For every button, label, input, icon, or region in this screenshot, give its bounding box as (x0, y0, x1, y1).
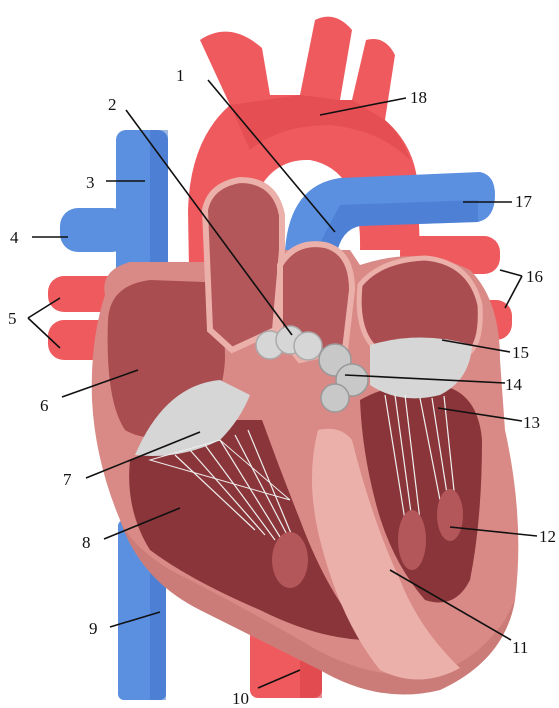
label-6: 6 (40, 396, 49, 415)
label-16: 16 (526, 267, 543, 286)
label-18: 18 (410, 88, 427, 107)
label-9: 9 (89, 619, 98, 638)
label-3: 3 (86, 173, 95, 192)
label-14: 14 (505, 375, 523, 394)
aorta-lumen (205, 180, 282, 350)
label-15: 15 (512, 343, 529, 362)
label-11: 11 (512, 638, 528, 657)
label-4: 4 (10, 228, 19, 247)
label-10: 10 (232, 689, 249, 708)
label-8: 8 (82, 533, 91, 552)
label-17: 17 (515, 192, 533, 211)
label-12: 12 (539, 527, 556, 546)
label-1: 1 (176, 66, 185, 85)
label-7: 7 (63, 470, 72, 489)
label-13: 13 (523, 413, 540, 432)
label-2: 2 (108, 95, 117, 114)
label-5: 5 (8, 309, 17, 328)
